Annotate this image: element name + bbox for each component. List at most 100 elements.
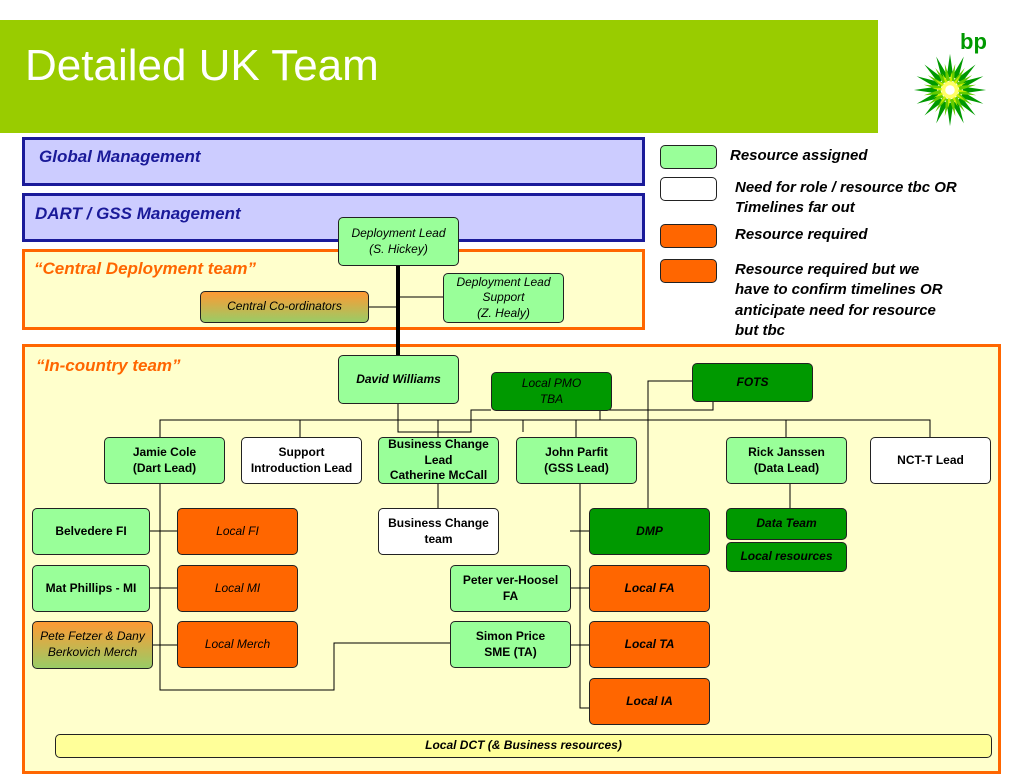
pete-fetzer-label: Pete Fetzer & Dany Berkovich Merch	[40, 629, 145, 659]
jamie-cole-role: (Dart Lead)	[132, 460, 197, 475]
business-change-lead-box: Business Change Lead Catherine McCall	[378, 437, 499, 484]
logo-petal	[956, 64, 976, 84]
logo-petal	[962, 86, 987, 94]
bp-helios-logo	[913, 53, 987, 127]
legend-label-required-tbc: Resource required but we have to confirm…	[735, 261, 943, 339]
data-team-box: Data Team	[726, 508, 847, 540]
peter-ver-hoosel-box: Peter ver-Hoosel FA	[450, 565, 571, 612]
title-banner	[0, 20, 878, 133]
business-change-lead-title: Business Change Lead	[388, 437, 489, 467]
logo-core	[945, 85, 955, 95]
local-fa-label: Local FA	[624, 580, 675, 595]
central-deployment-label: “Central Deployment team”	[34, 259, 256, 278]
deployment-lead-support-title: Deployment Lead Support	[456, 274, 551, 305]
legend-swatch-tbc	[660, 177, 717, 201]
central-coordinators-label: Central Co-ordinators	[227, 299, 342, 314]
local-resources-box: Local resources	[726, 542, 847, 572]
local-pmo-box: Local PMO TBA	[491, 372, 612, 411]
logo-petal	[956, 96, 976, 116]
local-mi-box: Local MI	[177, 565, 298, 612]
legend-swatch-assigned	[660, 145, 717, 169]
support-introduction-lead-label: Support Introduction Lead	[250, 444, 353, 475]
simon-price-name: Simon Price	[475, 628, 546, 643]
fots-box: FOTS	[692, 363, 813, 402]
deployment-lead-title: Deployment Lead	[351, 225, 446, 240]
simon-price-box: Simon Price SME (TA)	[450, 621, 571, 668]
dmp-box: DMP	[589, 508, 710, 555]
rick-janssen-name: Rick Janssen	[748, 444, 825, 459]
local-dct-label: Local DCT (& Business resources)	[425, 738, 622, 753]
logo-petal	[958, 84, 977, 91]
legend-label-tbc: Need for role / resource tbc OR Timeline…	[735, 179, 957, 217]
logo-petal	[944, 63, 951, 82]
logo-petal	[935, 96, 947, 113]
logo-petal	[960, 76, 984, 89]
logo-petal	[924, 64, 944, 84]
local-fi-label: Local FI	[216, 523, 259, 538]
legend-label-assigned: Resource assigned	[730, 147, 868, 164]
logo-petal	[946, 102, 954, 127]
local-fi-box: Local FI	[177, 508, 298, 555]
jamie-cole-name: Jamie Cole	[132, 444, 197, 459]
logo-petal	[927, 93, 944, 105]
john-parfit-role: (GSS Lead)	[544, 460, 609, 475]
legend-label-required: Resource required	[735, 226, 868, 243]
local-merch-box: Local Merch	[177, 621, 298, 668]
dmp-label: DMP	[636, 523, 663, 538]
data-team-label: Data Team	[756, 516, 817, 531]
business-change-team-label: Business Change team	[388, 515, 489, 546]
logo-petal	[948, 72, 953, 84]
local-ta-box: Local TA	[589, 621, 710, 668]
logo-petal	[951, 100, 964, 124]
rick-janssen-box: Rick Janssen (Data Lead)	[726, 437, 847, 484]
mat-phillips-box: Mat Phillips - MI	[32, 565, 150, 612]
logo-petal	[916, 76, 940, 89]
logo-petal	[956, 93, 973, 105]
logo-petal	[935, 67, 947, 84]
logo-petal	[927, 75, 944, 87]
local-pmo-name: TBA	[539, 391, 564, 406]
logo-petal	[953, 96, 965, 113]
mat-phillips-label: Mat Phillips - MI	[45, 580, 137, 595]
local-ia-label: Local IA	[626, 693, 673, 708]
local-fa-box: Local FA	[589, 565, 710, 612]
logo-petal	[947, 96, 952, 108]
fots-label: FOTS	[736, 374, 769, 389]
logo-petal	[936, 100, 949, 124]
logo-petal	[956, 75, 973, 87]
dart-gss-management-label: DART / GSS Management	[35, 204, 241, 223]
logo-petal	[916, 91, 940, 104]
logo-petal	[932, 87, 944, 92]
legend-swatch-required	[660, 224, 717, 248]
local-resources-label: Local resources	[740, 549, 833, 564]
logo-petal	[953, 67, 965, 84]
in-country-label: “In-country team”	[36, 356, 181, 375]
peter-ver-hoosel-name: Peter ver-Hoosel	[462, 572, 559, 587]
local-dct-bar: Local DCT (& Business resources)	[55, 734, 992, 758]
page-title: Detailed UK Team	[25, 41, 379, 90]
logo-petal	[949, 98, 956, 117]
simon-price-role: SME (TA)	[484, 644, 537, 659]
logo-petal	[913, 86, 938, 94]
local-ta-label: Local TA	[624, 636, 675, 651]
rick-janssen-role: (Data Lead)	[753, 460, 820, 475]
david-williams-label: David Williams	[356, 371, 441, 386]
legend-swatch-required-tbc	[660, 259, 717, 283]
logo-petal	[951, 56, 964, 80]
deployment-lead-support-name: (Z. Healy)	[477, 305, 530, 320]
david-williams-box: David Williams	[338, 355, 459, 404]
bp-logo-text: bp	[960, 29, 987, 54]
logo-petal	[956, 88, 968, 93]
logo-petal	[960, 91, 984, 104]
business-change-team-box: Business Change team	[378, 508, 499, 555]
deployment-lead-support-box: Deployment Lead Support (Z. Healy)	[443, 273, 564, 323]
logo-petal	[923, 89, 942, 96]
jamie-cole-box: Jamie Cole (Dart Lead)	[104, 437, 225, 484]
nctt-lead-box: NCT-T Lead	[870, 437, 991, 484]
dart-gss-management-band: DART / GSS Management	[22, 193, 645, 242]
central-coordinators-box: Central Co-ordinators	[200, 291, 369, 323]
local-merch-label: Local Merch	[204, 636, 271, 651]
business-change-lead-name: Catherine McCall	[389, 468, 488, 483]
john-parfit-box: John Parfit (GSS Lead)	[516, 437, 637, 484]
